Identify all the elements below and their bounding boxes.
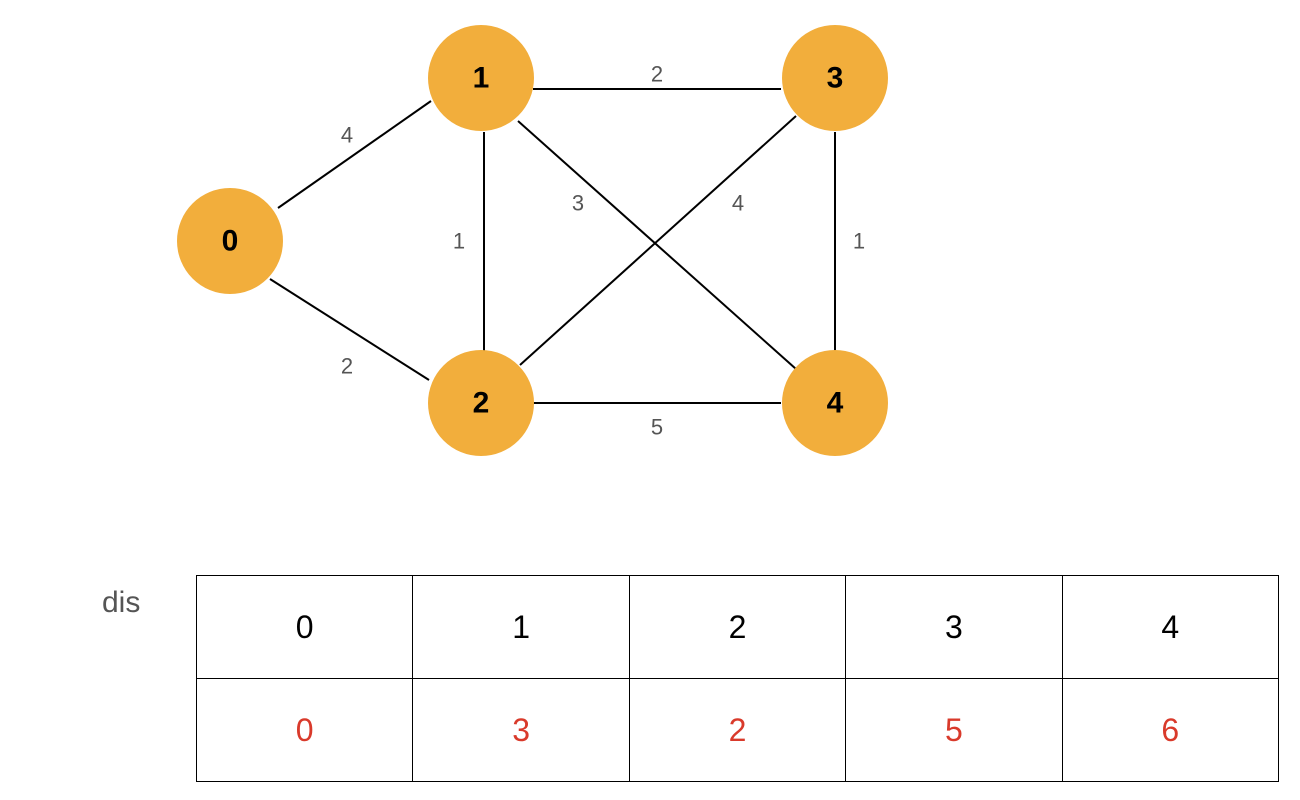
dis-index-row: 0 1 2 3 4 [195, 575, 1280, 679]
edges [269, 88, 836, 404]
dis-index-cell: 4 [1061, 575, 1280, 679]
edge-weight-2-4: 5 [651, 415, 663, 440]
dis-index-cell: 3 [845, 575, 1063, 679]
dis-table: 0 1 2 3 4 0 3 2 5 6 [195, 575, 1280, 782]
dis-value-row: 0 3 2 5 6 [195, 678, 1280, 782]
edge-weights: 4 2 1 2 3 4 5 1 [341, 62, 865, 440]
edge-weight-1-2: 1 [453, 229, 465, 254]
dis-value-cell: 0 [195, 678, 414, 782]
node-label-2: 2 [473, 387, 490, 420]
node-2: 2 [428, 350, 534, 456]
node-circle-1 [428, 25, 534, 131]
node-circle-2 [428, 350, 534, 456]
edge-weight-2-3: 4 [732, 191, 744, 216]
node-4: 4 [782, 350, 888, 456]
edge-2-3 [519, 115, 797, 366]
graph-diagram: 4 2 1 2 3 4 5 1 0 1 2 3 4 [177, 25, 888, 456]
dis-index-cell: 1 [412, 575, 630, 679]
dis-index-cell: 0 [195, 575, 414, 679]
dis-value-cell: 3 [412, 678, 630, 782]
node-0: 0 [177, 188, 283, 294]
edge-0-2 [269, 278, 430, 381]
edge-weight-1-3: 2 [651, 62, 663, 87]
dis-value-cell: 5 [845, 678, 1063, 782]
edge-0-1 [277, 100, 432, 209]
edge-weight-0-2: 2 [341, 354, 353, 379]
node-3: 3 [782, 25, 888, 131]
edge-1-4 [517, 120, 797, 370]
node-label-4: 4 [827, 387, 844, 420]
edge-weight-3-4: 1 [853, 229, 865, 254]
dis-table-label: dis [102, 586, 141, 619]
node-label-3: 3 [827, 62, 844, 95]
dis-value-cell: 6 [1061, 678, 1280, 782]
edge-weight-1-4: 3 [572, 191, 584, 216]
node-circle-0 [177, 188, 283, 294]
nodes: 0 1 2 3 4 [177, 25, 888, 456]
node-label-0: 0 [222, 225, 239, 258]
node-circle-3 [782, 25, 888, 131]
node-circle-4 [782, 350, 888, 456]
edge-weight-0-1: 4 [341, 123, 353, 148]
node-label-1: 1 [473, 62, 490, 95]
node-1: 1 [428, 25, 534, 131]
dis-index-cell: 2 [628, 575, 847, 679]
dis-value-cell: 2 [628, 678, 847, 782]
